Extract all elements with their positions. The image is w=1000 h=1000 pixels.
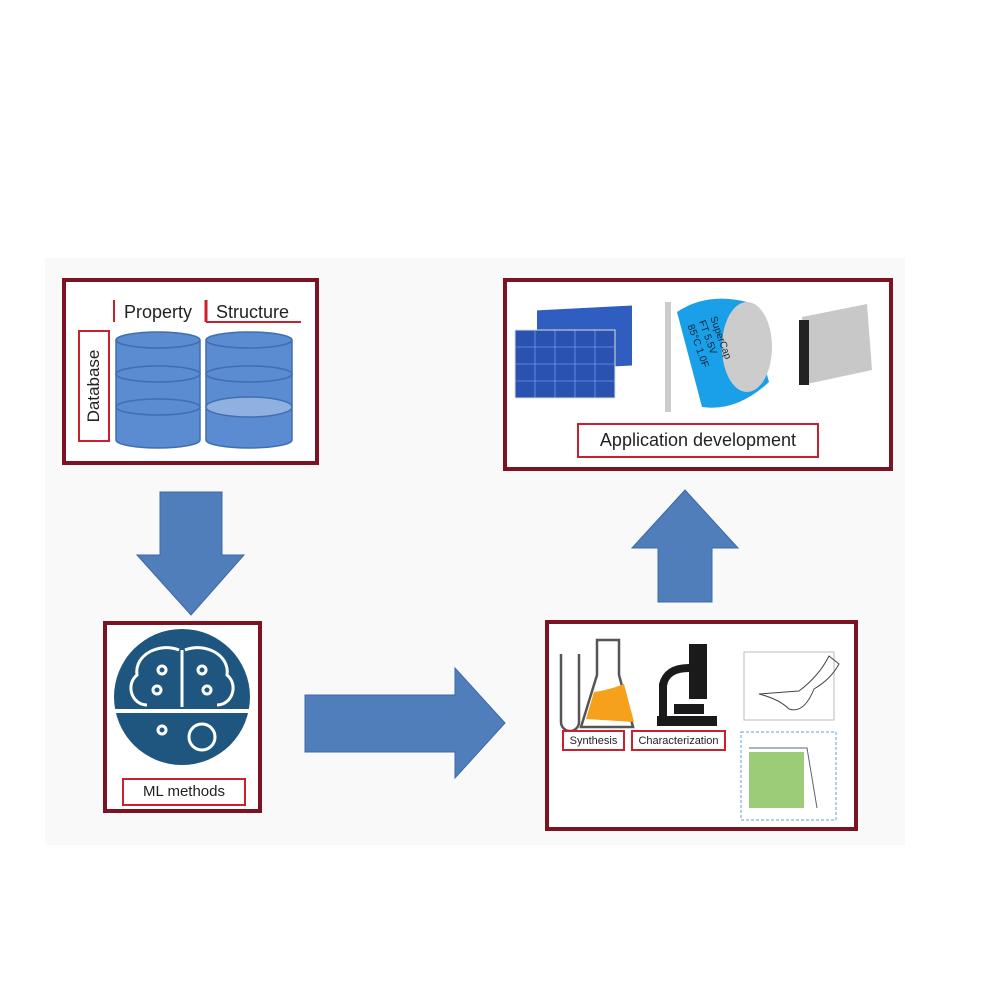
brain-gear-icon xyxy=(112,629,252,765)
database-label: Database xyxy=(78,330,110,442)
supercapacitor-icon: SuperCap FT 5.5V 85°C 1.0F xyxy=(665,298,772,412)
solar-panel-icon xyxy=(514,305,632,399)
application-development-label: Application development xyxy=(577,423,819,458)
microscope-icon xyxy=(657,644,717,726)
experiment-box: Synthesis Characterization xyxy=(545,620,858,831)
ml-methods-label: ML methods xyxy=(122,778,246,806)
flask-icon xyxy=(579,638,635,729)
characterization-label: Characterization xyxy=(631,730,726,751)
devices-illustration: SuperCap FT 5.5V 85°C 1.0F xyxy=(514,298,872,412)
database-box: Property Structure Database xyxy=(62,278,319,465)
iv-curve-plot xyxy=(740,731,837,821)
battery-icon xyxy=(799,304,872,385)
lab-illustration xyxy=(559,638,840,821)
application-box: SuperCap FT 5.5V 85°C 1.0F Application d… xyxy=(503,278,893,471)
test-tube-icon xyxy=(559,654,581,733)
property-label: Property xyxy=(124,302,193,322)
ml-methods-box: ML methods xyxy=(103,621,262,813)
database-cylinders-icon xyxy=(113,300,301,449)
cyclic-voltammetry-plot xyxy=(743,651,840,721)
structure-label: Structure xyxy=(216,302,290,322)
synthesis-label: Synthesis xyxy=(562,730,625,751)
